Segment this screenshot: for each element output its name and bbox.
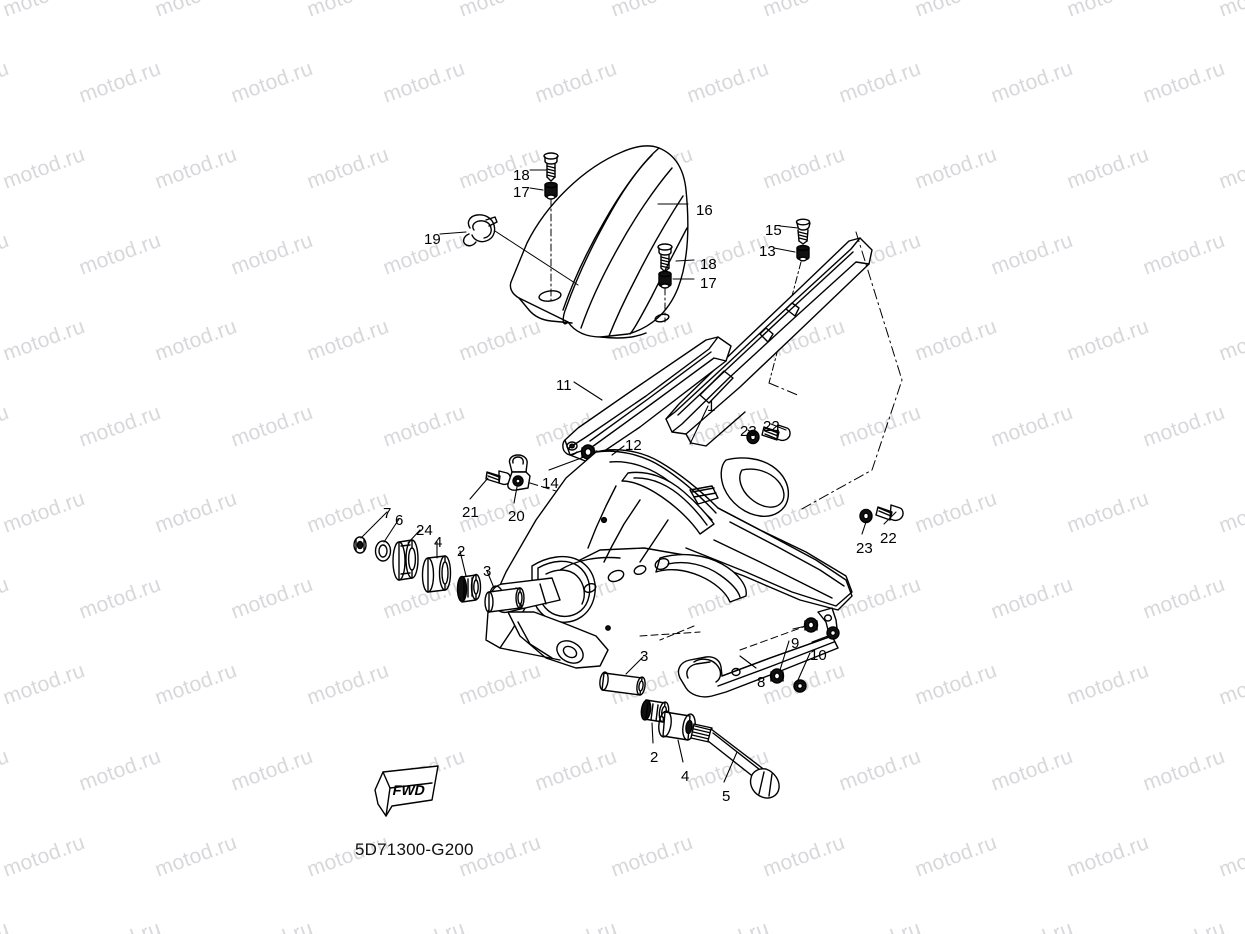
callout-5: 5	[722, 788, 731, 805]
fastener-nut-9-lower	[769, 668, 785, 684]
leader-arm-to-slider	[659, 625, 695, 641]
leader-clamp-to-cover	[494, 230, 579, 286]
fastener-screw-15	[795, 218, 811, 245]
callout-leader-lines	[360, 169, 897, 783]
leader-arm-bottom	[639, 631, 701, 637]
fastener-bolt-22-upper	[761, 424, 791, 442]
callout-17b: 17	[700, 275, 717, 292]
callout-9: 9	[791, 635, 800, 652]
part-collar-3-left	[484, 587, 525, 613]
part-upper-guard-rail	[665, 237, 873, 447]
fastener-washer-23-upper	[746, 429, 760, 445]
part-rear-arm-1	[485, 449, 853, 669]
callout-2b: 2	[650, 749, 659, 766]
fastener-grommet-17-lower	[658, 270, 672, 289]
fastener-washer-23-lower	[859, 508, 873, 524]
part-collar-3-bottom	[599, 671, 646, 696]
part-circlip-6	[374, 540, 392, 562]
callout-10: 10	[810, 647, 827, 664]
fastener-screw-18-lower	[657, 243, 673, 273]
fastener-bolt-21	[485, 470, 512, 486]
callout-22b: 22	[880, 530, 897, 547]
fastener-nut-9-upper	[803, 617, 819, 633]
callout-2a: 2	[457, 543, 466, 560]
fastener-bolt-22-lower	[875, 504, 904, 522]
part-clamp-19	[462, 214, 498, 247]
fastener-grommet-13	[796, 244, 810, 262]
callout-16: 16	[696, 202, 713, 219]
callout-4b: 4	[681, 768, 690, 785]
callout-19: 19	[424, 231, 441, 248]
part-cable-guide-20	[507, 454, 531, 491]
callout-14: 14	[542, 475, 559, 492]
callout-3b: 3	[640, 648, 649, 665]
callout-23b: 23	[856, 540, 873, 557]
part-bearing-24	[392, 539, 419, 581]
part-oil-seal-4-bottom	[658, 710, 696, 741]
callout-4a: 4	[434, 534, 443, 551]
part-chain-cover-16	[509, 145, 689, 339]
part-chain-support-8	[677, 607, 839, 698]
callout-23a: 23	[740, 423, 757, 440]
part-bearing-2-left	[456, 573, 482, 603]
part-bearing-2-bottom	[640, 699, 670, 723]
callout-24: 24	[416, 522, 433, 539]
fwd-arrow-marker	[374, 765, 439, 817]
assembly-boundary-right	[799, 231, 903, 511]
callout-7: 7	[383, 505, 392, 522]
fastener-screw-18-upper	[543, 152, 559, 182]
part-nut-7	[353, 536, 367, 554]
callout-11: 11	[556, 377, 572, 394]
callout-3a: 3	[483, 563, 492, 580]
fastener-washer-10-lower	[793, 679, 807, 693]
callout-1: 1	[707, 398, 716, 415]
callout-17a: 17	[513, 184, 530, 201]
callout-22a: 22	[763, 418, 780, 435]
callout-8: 8	[757, 674, 766, 691]
callout-12: 12	[625, 437, 642, 454]
callout-6: 6	[395, 512, 404, 529]
callout-20: 20	[508, 508, 525, 525]
callout-21: 21	[462, 504, 479, 521]
callout-15: 15	[765, 222, 782, 239]
assembly-boundary-joint	[768, 382, 801, 397]
fwd-label: FWD	[391, 782, 427, 798]
callout-18a: 18	[513, 167, 530, 184]
diagram-part-number: 5D71300-G200	[355, 840, 474, 859]
callout-18b: 18	[700, 256, 717, 273]
fastener-washer-10-upper	[826, 626, 840, 640]
fastener-grommet-17-upper	[544, 181, 558, 200]
callout-13: 13	[759, 243, 776, 260]
leader-slider-to-nut	[739, 625, 807, 651]
part-pivot-bolt-5	[690, 723, 780, 799]
part-oil-seal-4-left	[421, 555, 452, 593]
